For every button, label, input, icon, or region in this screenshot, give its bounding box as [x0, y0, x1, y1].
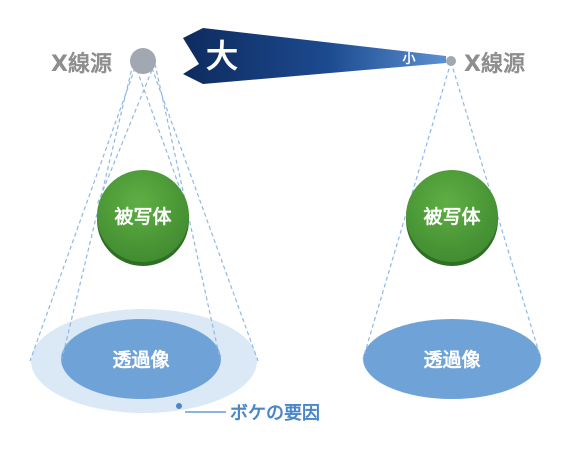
left-source-label: X線源 [51, 51, 112, 77]
right-image-label: 透過像 [423, 348, 481, 371]
right-image-ellipse [363, 319, 541, 399]
right-source-label: X線源 [464, 51, 525, 77]
size-arrow [183, 28, 446, 84]
blur-callout-dot [176, 403, 182, 409]
left-source-dot [130, 48, 156, 74]
left-cone-lines [29, 63, 259, 362]
left-object-label: 被写体 [114, 205, 172, 228]
arrow-small-label: 小 [402, 52, 415, 67]
left-image-ellipse [61, 319, 221, 399]
left-image-label: 透過像 [112, 348, 170, 371]
right-object-label: 被写体 [423, 205, 481, 228]
left-object-circle [97, 170, 189, 262]
right-object-circle [406, 170, 498, 262]
blur-label: ボケの要因 [230, 403, 320, 424]
right-source-dot [446, 56, 456, 66]
arrow-large-label: 大 [206, 37, 238, 75]
